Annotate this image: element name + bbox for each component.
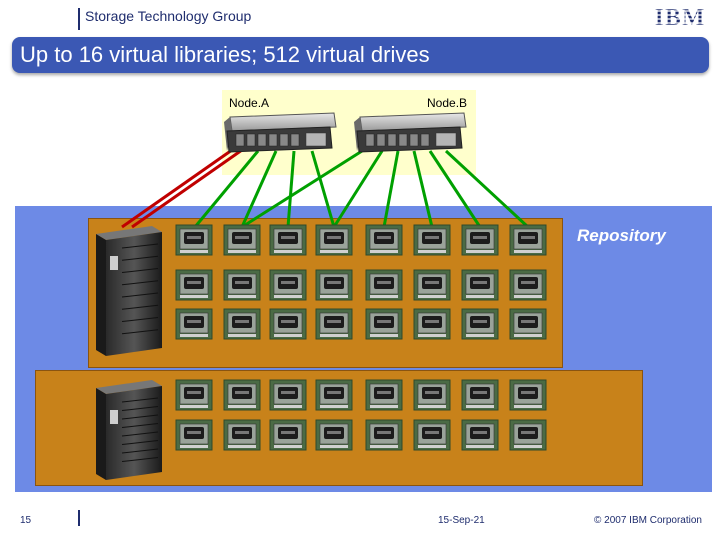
virtual-library-2	[35, 370, 643, 486]
header-divider	[78, 8, 80, 30]
footer-divider	[78, 510, 80, 526]
slide-title: Up to 16 virtual libraries; 512 virtual …	[20, 42, 430, 67]
repository-label: Repository	[577, 226, 666, 245]
footer-date: 15-Sep-21	[438, 515, 485, 526]
ibm-logo-text: IBM	[655, 5, 706, 30]
virtual-library-1	[88, 218, 563, 368]
group-name: Storage Technology Group	[85, 8, 252, 24]
node-a-label: Node.A	[229, 96, 270, 110]
page-number: 15	[20, 515, 32, 526]
ibm-logo: IBM	[653, 5, 707, 30]
node-panel: Node.A Node.B	[222, 90, 476, 175]
title-bar: Up to 16 virtual libraries; 512 virtual …	[12, 37, 709, 73]
footer-copyright: © 2007 IBM Corporation	[594, 515, 702, 526]
node-b-label: Node.B	[427, 96, 468, 110]
